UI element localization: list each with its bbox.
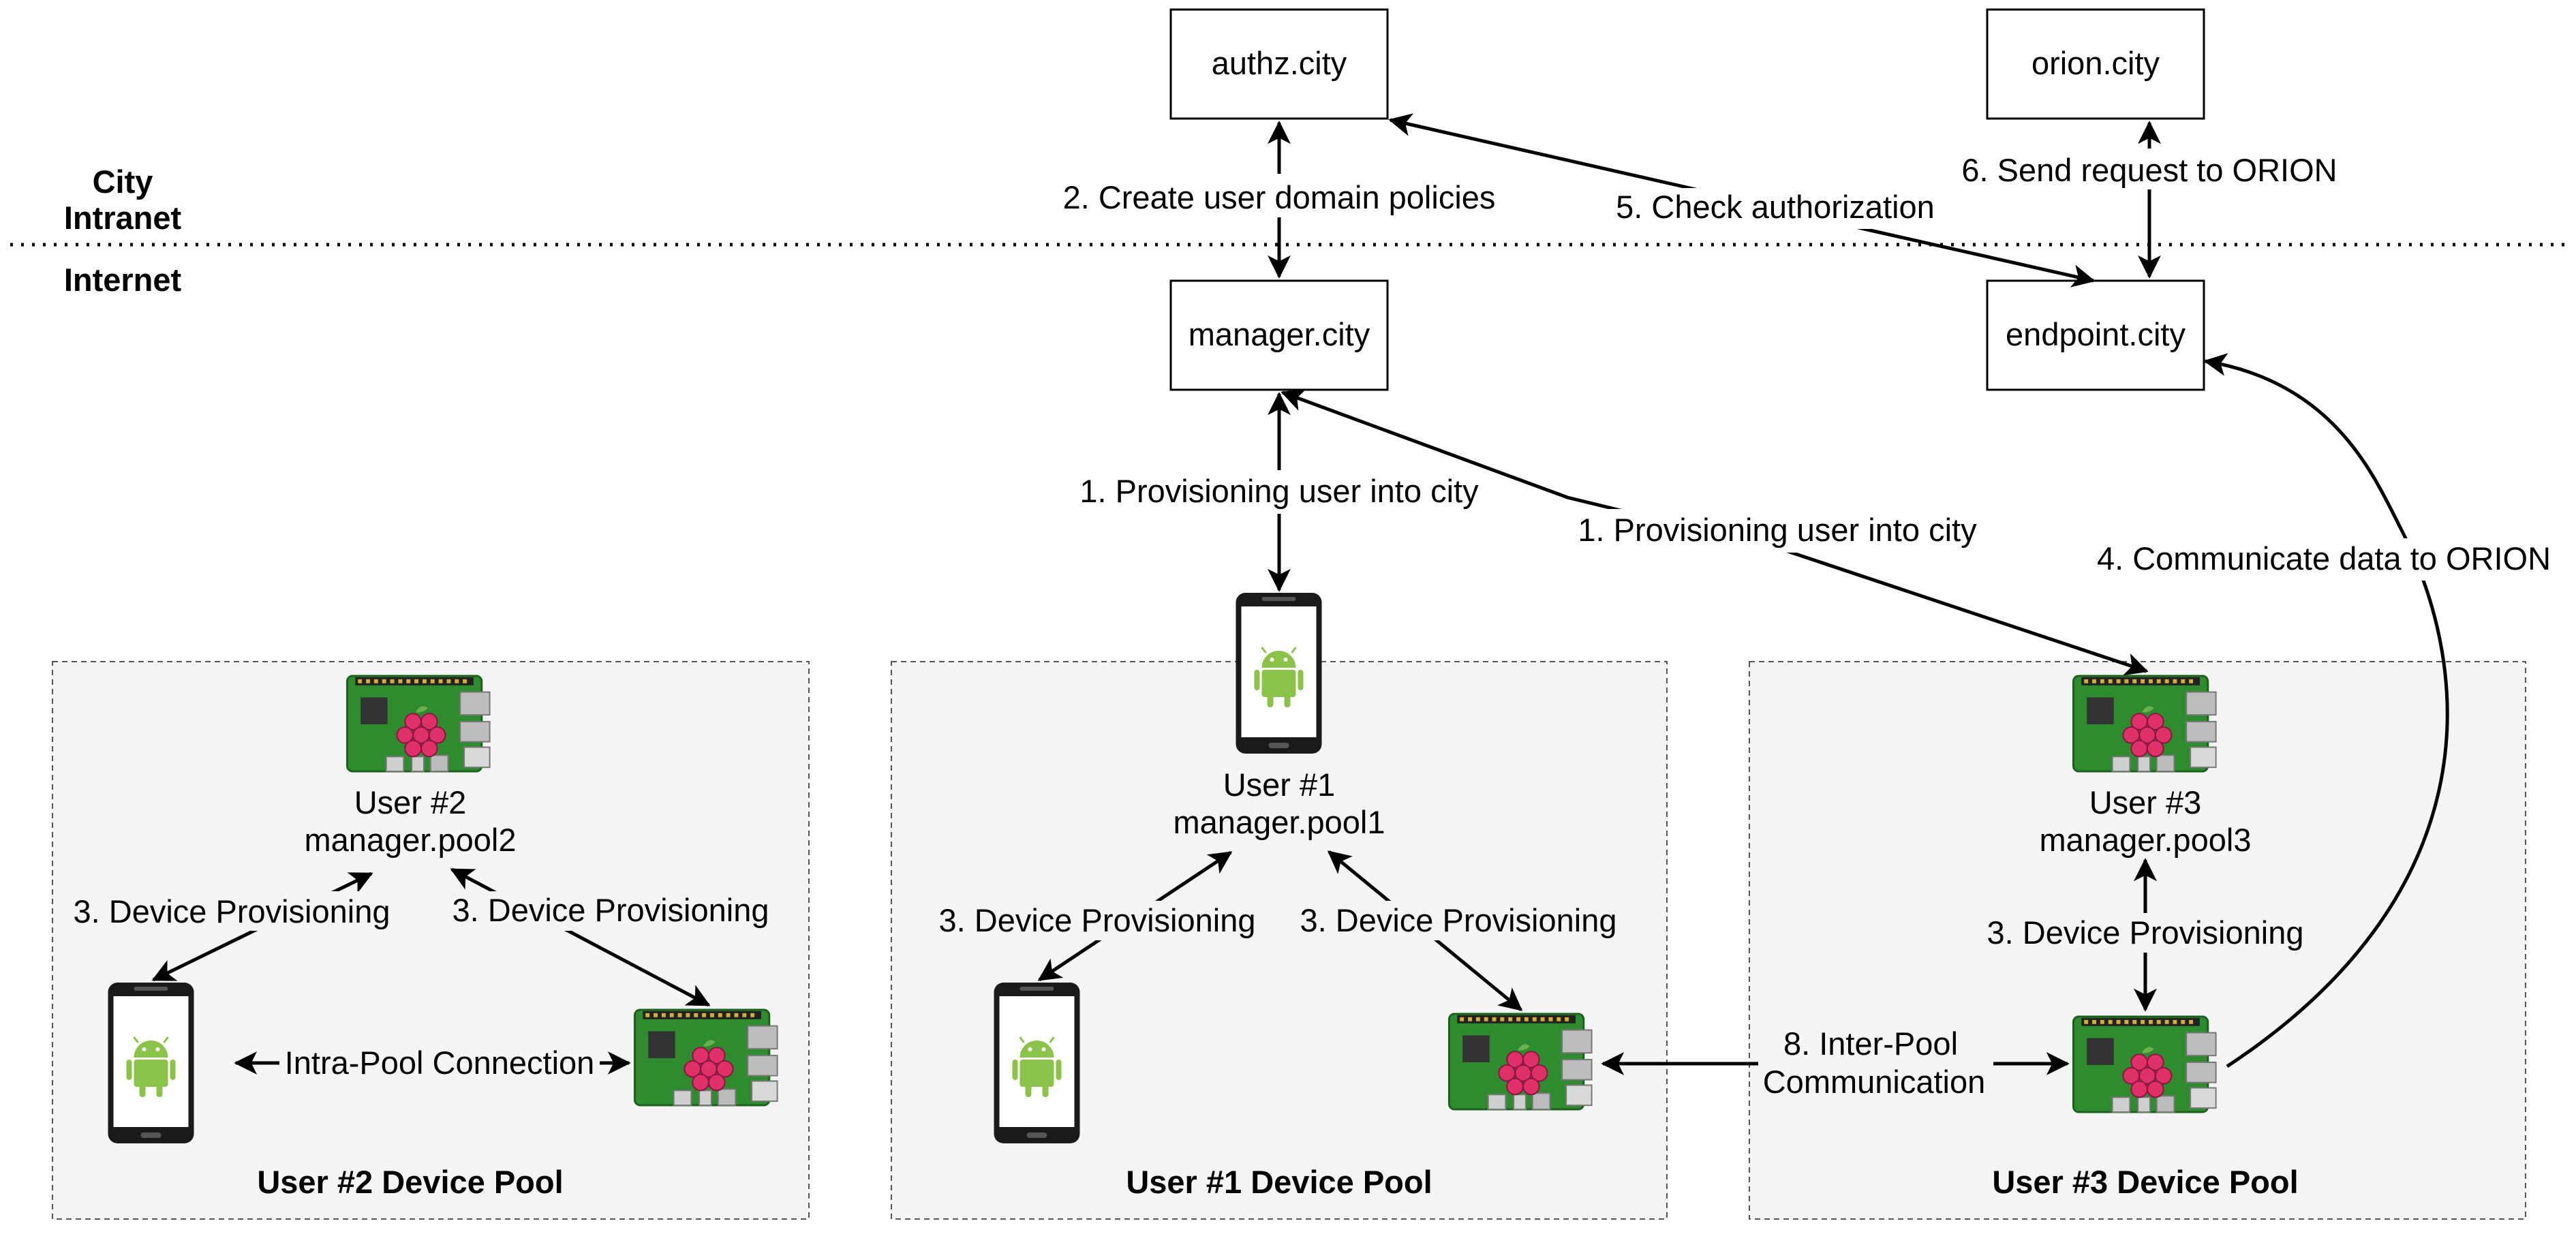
edge-create-policies-label: 2. Create user domain policies: [1063, 179, 1496, 215]
pool3-prov-label: 3. Device Provisioning: [1987, 914, 2304, 951]
pool1-prov-left-label-bg: [934, 901, 1261, 940]
zone-label-city: City: [93, 164, 153, 200]
pool1-manager-label: manager.pool1: [1174, 804, 1385, 840]
pool2-prov-right-label: 3. Device Provisioning: [453, 892, 769, 928]
pool1-device-raspberry-pi-icon: [1447, 1013, 1593, 1111]
orion-server-label: orion.city: [2031, 45, 2160, 81]
edge-communicate-data-label-bg: [2091, 538, 2561, 581]
pool3-manager-raspberry-pi-icon: [2072, 675, 2218, 773]
pool1-user-label: User #1: [1223, 767, 1336, 803]
pool1-prov-right-label-bg: [1295, 901, 1622, 940]
pool2-prov-left-label-bg: [65, 891, 393, 931]
authz-server-box: [1169, 8, 1389, 120]
pool2-prov-right-label-bg: [447, 891, 774, 931]
manager-server-box: [1169, 279, 1389, 391]
pool3-title: User #3 Device Pool: [1992, 1164, 2298, 1200]
pool2-intra-pool-label-bg: [279, 1043, 600, 1083]
zone-label-internet: Internet: [64, 262, 182, 298]
edge-provisioning-user3-label-bg: [1567, 509, 1990, 553]
edge-send-request-label-bg: [1956, 149, 2344, 189]
pool1-manager-android-phone-icon: [1234, 591, 1323, 755]
pool1-prov-right-label: 3. Device Provisioning: [1300, 902, 1617, 938]
edge-inter-pool-label-line2: Communication: [1763, 1064, 1986, 1100]
edge-check-authorization-label: 5. Check authorization: [1616, 189, 1935, 225]
edge-communicate-data: [2203, 353, 2449, 1068]
authz-server-label: authz.city: [1212, 45, 1347, 81]
pool2-android-phone-icon: [106, 981, 196, 1145]
pool2-intra-pool-label: Intra-Pool Connection: [285, 1045, 595, 1081]
edge-communicate-data-label: 4. Communicate data to ORION: [2097, 540, 2551, 576]
pool2-prov-left-label: 3. Device Provisioning: [74, 893, 390, 929]
edge-inter-pool-label-line1: 8. Inter-Pool: [1783, 1025, 1958, 1062]
orion-server-box: [1986, 8, 2205, 120]
endpoint-server-label: endpoint.city: [2006, 316, 2186, 352]
pool3-device-raspberry-pi-icon: [2072, 1015, 2218, 1113]
zone-label-intranet: Intranet: [64, 200, 182, 236]
pool3-manager-label: manager.pool3: [2040, 822, 2252, 858]
pool3-user-label: User #3: [2089, 784, 2202, 820]
pool2-manager-raspberry-pi-icon: [346, 675, 491, 773]
pool2-user-label: User #2: [354, 784, 467, 820]
pool2-manager-label: manager.pool2: [305, 822, 517, 858]
pool2-device-raspberry-pi-icon: [633, 1008, 779, 1107]
edge-inter-pool-label-bg: [1758, 1022, 1993, 1104]
pool1-title: User #1 Device Pool: [1126, 1164, 1432, 1200]
edge-send-request-label: 6. Send request to ORION: [1961, 152, 2337, 188]
edge-provisioning-user3-label: 1. Provisioning user into city: [1578, 512, 1977, 548]
endpoint-server-box: [1986, 279, 2205, 391]
pool1-prov-left-label: 3. Device Provisioning: [939, 902, 1256, 938]
edge-check-authorization-label-bg: [1584, 188, 1920, 229]
pool1-android-phone-icon: [992, 981, 1082, 1145]
edge-provisioning-user1-label: 1. Provisioning user into city: [1079, 473, 1479, 509]
manager-server-label: manager.city: [1189, 316, 1370, 352]
pool2-title: User #2 Device Pool: [257, 1164, 563, 1200]
pool3-prov-label-bg: [1980, 913, 2310, 953]
